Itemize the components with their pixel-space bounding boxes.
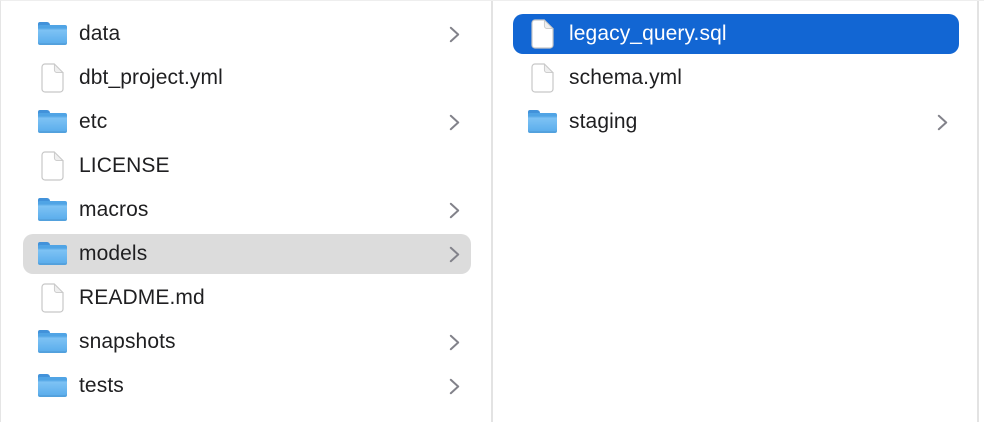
folder-icon [38, 242, 67, 266]
chevron-right-icon [449, 378, 460, 394]
finder-column-parent: data dbt_project.yml etc [1, 1, 491, 422]
folder-icon [528, 110, 557, 134]
item-icon-slot [38, 195, 67, 225]
item-icon-slot [38, 63, 67, 93]
file-row[interactable]: schema.yml [513, 58, 959, 98]
file-row[interactable]: tests [23, 366, 471, 406]
file-name: schema.yml [569, 66, 683, 89]
file-name: etc [79, 110, 108, 133]
item-icon-slot [38, 327, 67, 357]
document-icon [41, 283, 64, 313]
file-row[interactable]: etc [23, 102, 471, 142]
file-row[interactable]: legacy_query.sql [513, 14, 959, 54]
column-divider[interactable] [491, 1, 493, 422]
chevron-right-icon [449, 202, 460, 218]
document-icon [41, 151, 64, 181]
folder-icon [38, 110, 67, 134]
file-row[interactable]: macros [23, 190, 471, 230]
file-name: staging [569, 110, 638, 133]
chevron-right-icon [937, 114, 948, 130]
document-icon [531, 19, 554, 49]
item-icon-slot [528, 107, 557, 137]
item-icon-slot [38, 107, 67, 137]
file-row[interactable]: dbt_project.yml [23, 58, 471, 98]
document-icon [531, 63, 554, 93]
item-icon-slot [38, 371, 67, 401]
chevron-right-icon [449, 334, 460, 350]
file-row[interactable]: staging [513, 102, 959, 142]
item-icon-slot [38, 239, 67, 269]
file-name: data [79, 22, 121, 45]
file-name: legacy_query.sql [569, 22, 727, 45]
item-icon-slot [38, 283, 67, 313]
chevron-right-icon [449, 114, 460, 130]
item-icon-slot [528, 63, 557, 93]
folder-icon [38, 198, 67, 222]
document-icon [41, 63, 64, 93]
file-name: snapshots [79, 330, 176, 353]
folder-icon [38, 374, 67, 398]
file-row[interactable]: snapshots [23, 322, 471, 362]
file-name: tests [79, 374, 124, 397]
item-icon-slot [38, 19, 67, 49]
chevron-right-icon [449, 246, 460, 262]
finder-column-current: legacy_query.sql schema.yml staging [493, 1, 977, 422]
finder-column-empty [979, 1, 984, 422]
file-row[interactable]: data [23, 14, 471, 54]
file-row[interactable]: LICENSE [23, 146, 471, 186]
column-divider[interactable] [977, 1, 979, 422]
file-row[interactable]: README.md [23, 278, 471, 318]
file-name: models [79, 242, 148, 265]
item-icon-slot [528, 19, 557, 49]
chevron-right-icon [449, 26, 460, 42]
folder-icon [38, 22, 67, 46]
file-name: LICENSE [79, 154, 170, 177]
file-name: dbt_project.yml [79, 66, 223, 89]
item-icon-slot [38, 151, 67, 181]
file-name: README.md [79, 286, 205, 309]
folder-icon [38, 330, 67, 354]
file-row[interactable]: models [23, 234, 471, 274]
file-name: macros [79, 198, 149, 221]
